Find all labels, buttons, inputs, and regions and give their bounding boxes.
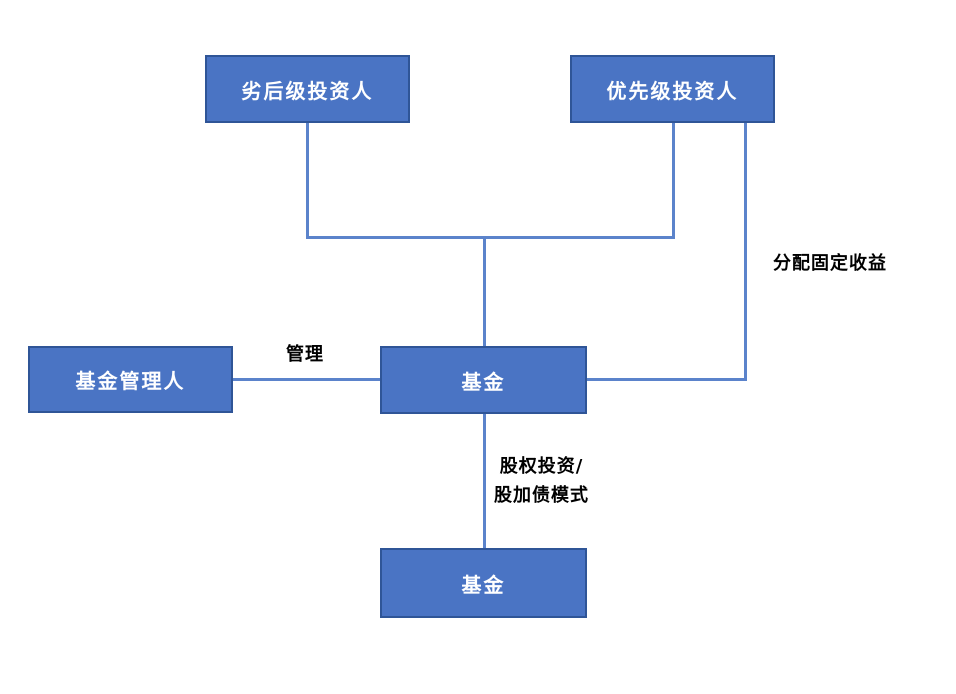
connector-senior-fixed-income-vertical xyxy=(744,123,747,381)
node-senior-investor: 优先级投资人 xyxy=(570,55,775,123)
edge-label-manage: 管理 xyxy=(286,344,324,365)
edge-label-equity-investment: 股权投资/ 股加债模式 xyxy=(494,452,589,510)
node-senior-investor-label: 优先级投资人 xyxy=(606,80,739,103)
edge-label-fixed-income: 分配固定收益 xyxy=(773,253,887,274)
node-fund-bottom: 基金 xyxy=(380,548,587,618)
node-fund-middle: 基金 xyxy=(380,346,587,414)
node-fund-bottom-label: 基金 xyxy=(461,574,506,597)
node-fund-manager-label: 基金管理人 xyxy=(75,371,186,393)
node-fund-middle-label: 基金 xyxy=(461,371,506,394)
node-fund-manager: 基金管理人 xyxy=(28,346,233,413)
connector-fund-to-fund-bottom xyxy=(483,414,486,548)
connector-junction-horizontal xyxy=(306,236,675,239)
connector-manager-to-fund xyxy=(233,378,380,381)
connector-junction-to-fund xyxy=(483,239,486,346)
connector-fixed-income-horizontal xyxy=(587,378,747,381)
connector-senior-to-junction xyxy=(672,123,675,239)
edge-label-equity-line2: 股加债模式 xyxy=(494,485,589,506)
node-subordinated-investor-label: 劣后级投资人 xyxy=(241,80,374,103)
edge-label-equity-line1: 股权投资/ xyxy=(499,456,584,477)
node-subordinated-investor: 劣后级投资人 xyxy=(205,55,410,123)
connector-subordinated-to-junction xyxy=(306,123,309,239)
